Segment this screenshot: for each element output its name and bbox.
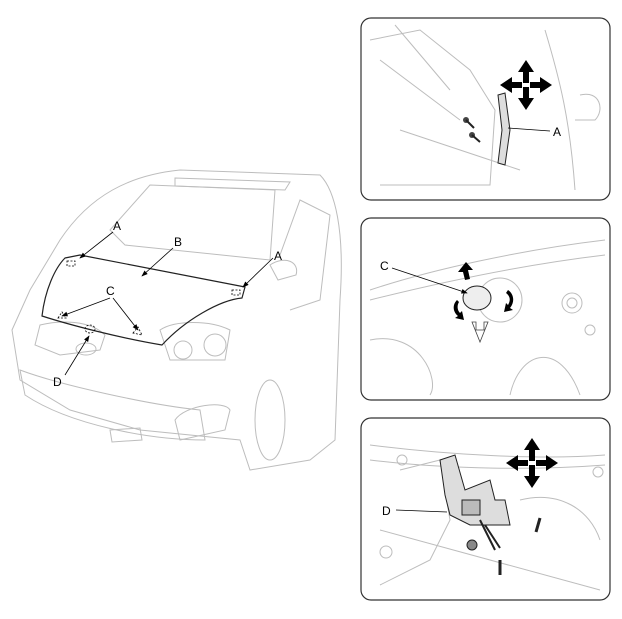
label-b: B bbox=[174, 235, 182, 249]
detail-panel-bumper bbox=[360, 217, 611, 401]
latch-marker bbox=[84, 324, 96, 334]
detail-panel-hinge bbox=[360, 17, 611, 201]
hood-outline bbox=[41, 254, 246, 346]
hinge-marker-left bbox=[66, 260, 76, 267]
label-d: D bbox=[53, 375, 62, 389]
detail-panel-latch bbox=[360, 417, 611, 601]
hinge-marker-right bbox=[231, 289, 241, 296]
leader-lines bbox=[61, 231, 274, 376]
car-illustration bbox=[11, 169, 342, 471]
move-arrows-icon bbox=[500, 60, 552, 110]
detail-label-a: A bbox=[553, 125, 561, 139]
label-a-left: A bbox=[113, 219, 121, 233]
detail-label-d: D bbox=[382, 504, 391, 518]
label-a-right: A bbox=[274, 249, 282, 263]
move-arrows-icon bbox=[506, 438, 558, 488]
detail-label-c: C bbox=[380, 259, 389, 273]
label-c: C bbox=[106, 284, 115, 298]
bumper-marker-right bbox=[132, 326, 143, 336]
